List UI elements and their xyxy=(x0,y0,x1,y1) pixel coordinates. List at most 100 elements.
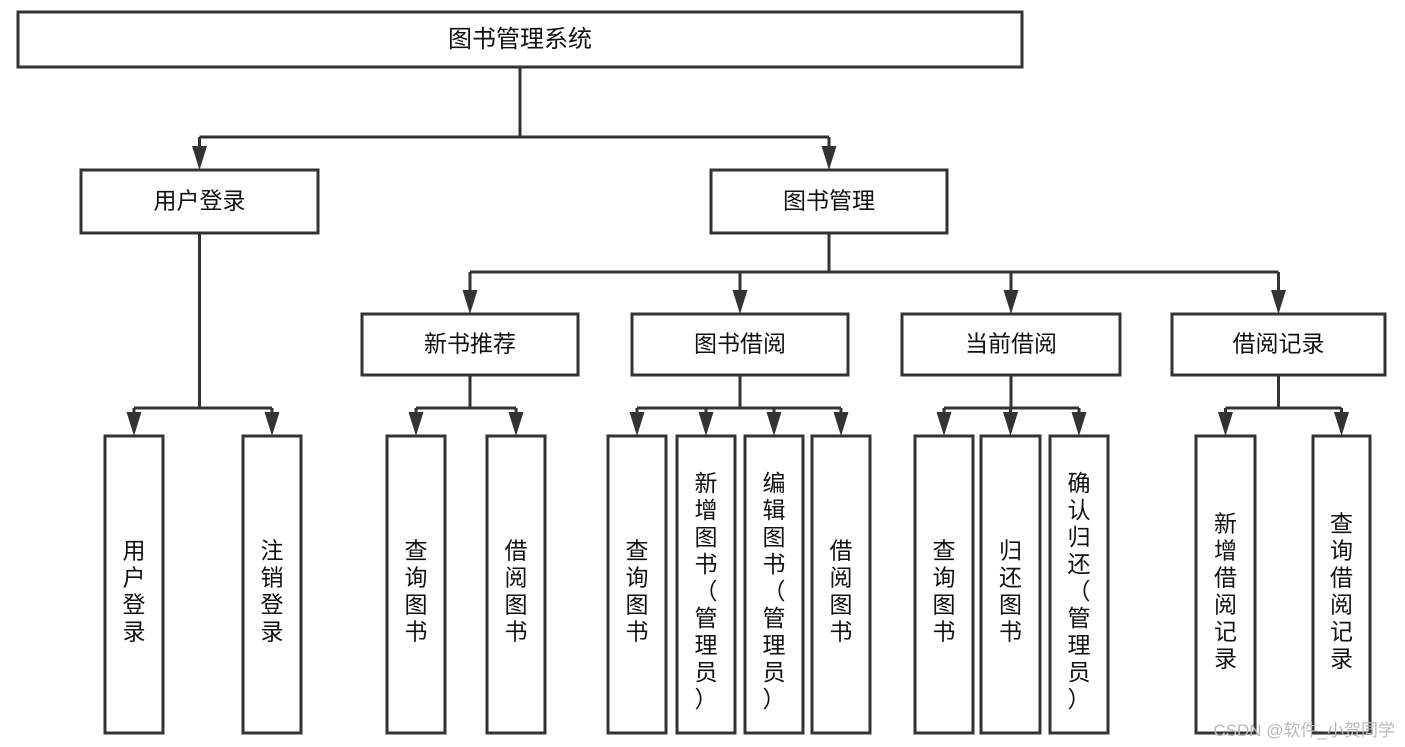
node-box xyxy=(360,312,580,377)
node-root[interactable]: 图书管理系统 xyxy=(16,10,1024,69)
node-label-char: （ xyxy=(695,578,718,604)
node-label: 借阅记录 xyxy=(1233,331,1325,357)
node-label-char: 图 xyxy=(999,592,1022,618)
node-label-char: 借 xyxy=(1330,565,1353,591)
node-box xyxy=(630,312,850,377)
node-label-char: 图 xyxy=(695,524,718,550)
node-label: 新书推荐 xyxy=(424,331,516,357)
node-box xyxy=(913,434,975,735)
node-label-char: 查 xyxy=(405,538,428,564)
node-leaf-new-borrow[interactable]: 借阅图书借阅图书 xyxy=(485,434,547,735)
edge-arrowhead xyxy=(1334,412,1349,436)
node-label-char: 借 xyxy=(830,538,853,564)
node-label-char: 理 xyxy=(1068,632,1091,658)
node-label-char: ） xyxy=(1068,686,1091,712)
edge-arrowhead xyxy=(1003,290,1019,314)
node-box xyxy=(385,434,447,735)
node-label-char: 管 xyxy=(1068,605,1091,631)
node-label-char: 书 xyxy=(626,619,649,645)
node-leaf-current-query[interactable]: 查询图书查询图书 xyxy=(913,434,975,735)
node-leaf-current-return[interactable]: 归还图书归还图书 xyxy=(979,434,1042,735)
nodes-layer: 图书管理系统用户登录图书管理新书推荐图书借阅当前借阅借阅记录用户登录用户登录注销… xyxy=(16,10,1387,735)
node-label-char: 确 xyxy=(1068,470,1091,496)
node-label-char: 书 xyxy=(405,619,428,645)
edge-arrowhead xyxy=(1003,412,1018,436)
node-label-char: 书 xyxy=(999,619,1022,645)
node-label-char: 书 xyxy=(933,619,956,645)
node-label-char: 增 xyxy=(695,497,718,523)
edge-arrowhead xyxy=(462,290,478,314)
node-label-char: 辑 xyxy=(763,497,786,523)
edge-arrowhead xyxy=(264,412,280,436)
node-label-char: 员 xyxy=(1068,659,1091,685)
node-label: 图书借阅 xyxy=(694,331,786,357)
node-box xyxy=(979,434,1042,735)
node-box xyxy=(103,434,165,735)
node-login[interactable]: 用户登录 xyxy=(79,168,320,235)
node-borrow[interactable]: 图书借阅 xyxy=(630,312,850,377)
node-label-char: 新 xyxy=(1214,511,1237,537)
node-box xyxy=(241,434,303,735)
node-leaf-user-logout[interactable]: 注销登录注销登录 xyxy=(241,434,303,735)
node-leaf-borrow-lend[interactable]: 借阅图书借阅图书 xyxy=(810,434,872,735)
edges-layer xyxy=(126,67,1349,436)
node-leaf-record-add[interactable]: 新增借阅记录新增借阅记录 xyxy=(1194,434,1257,735)
node-label-char: 录 xyxy=(123,619,146,645)
node-label-char: 查 xyxy=(1330,511,1353,537)
node-label-char: 图 xyxy=(505,592,528,618)
node-box xyxy=(709,168,949,235)
node-label-char: 记 xyxy=(1330,619,1353,645)
node-label-char: 书 xyxy=(695,551,718,577)
node-label-char: 书 xyxy=(505,619,528,645)
edge-arrowhead xyxy=(1071,412,1087,436)
node-label-char: 理 xyxy=(695,632,718,658)
node-box xyxy=(485,434,547,735)
node-leaf-record-query[interactable]: 查询借阅记录查询借阅记录 xyxy=(1311,434,1372,735)
edge-arrowhead xyxy=(1271,290,1286,314)
node-label-char: 阅 xyxy=(505,565,528,591)
edge-arrowhead xyxy=(408,412,424,436)
edge-arrowhead xyxy=(192,146,207,170)
node-label-char: 理 xyxy=(763,632,786,658)
node-label-char: 图 xyxy=(405,592,428,618)
node-label-char: 记 xyxy=(1214,619,1237,645)
node-label-char: 录 xyxy=(1214,646,1237,672)
node-label: 图书管理系统 xyxy=(448,26,592,53)
node-newbook[interactable]: 新书推荐 xyxy=(360,312,580,377)
edge-arrowhead xyxy=(821,146,837,170)
edge-arrowhead xyxy=(936,412,952,436)
node-label-char: 认 xyxy=(1068,497,1091,523)
node-bookmgmt[interactable]: 图书管理 xyxy=(709,168,949,235)
node-label-char: 询 xyxy=(626,565,649,591)
node-label: 图书管理 xyxy=(783,188,875,214)
node-label-char: 阅 xyxy=(1214,592,1237,618)
node-box xyxy=(1194,434,1257,735)
node-label-char: 询 xyxy=(1330,538,1353,564)
node-label: 当前借阅 xyxy=(965,331,1057,357)
node-label-char: 借 xyxy=(1214,565,1237,591)
node-label-char: 员 xyxy=(695,659,718,685)
edge-arrowhead xyxy=(126,412,142,436)
node-label-char: 借 xyxy=(505,538,528,564)
edge-arrowhead xyxy=(629,412,645,436)
node-label-char: 编 xyxy=(763,470,786,496)
node-leaf-borrow-query[interactable]: 查询图书查询图书 xyxy=(606,434,668,735)
edge-arrowhead xyxy=(1218,412,1233,436)
node-current[interactable]: 当前借阅 xyxy=(900,312,1122,377)
node-box xyxy=(1048,434,1110,735)
node-box xyxy=(16,10,1024,69)
node-label-char: 员 xyxy=(763,659,786,685)
node-label-char: 书 xyxy=(830,619,853,645)
watermark-label: CSDN @软件_小贺同学 xyxy=(1213,721,1395,740)
node-box xyxy=(606,434,668,735)
node-label-char: 还 xyxy=(1068,551,1091,577)
node-label-char: 登 xyxy=(261,592,284,618)
node-leaf-new-query[interactable]: 查询图书查询图书 xyxy=(385,434,447,735)
node-records[interactable]: 借阅记录 xyxy=(1170,312,1387,377)
node-leaf-user-login[interactable]: 用户登录用户登录 xyxy=(103,434,165,735)
